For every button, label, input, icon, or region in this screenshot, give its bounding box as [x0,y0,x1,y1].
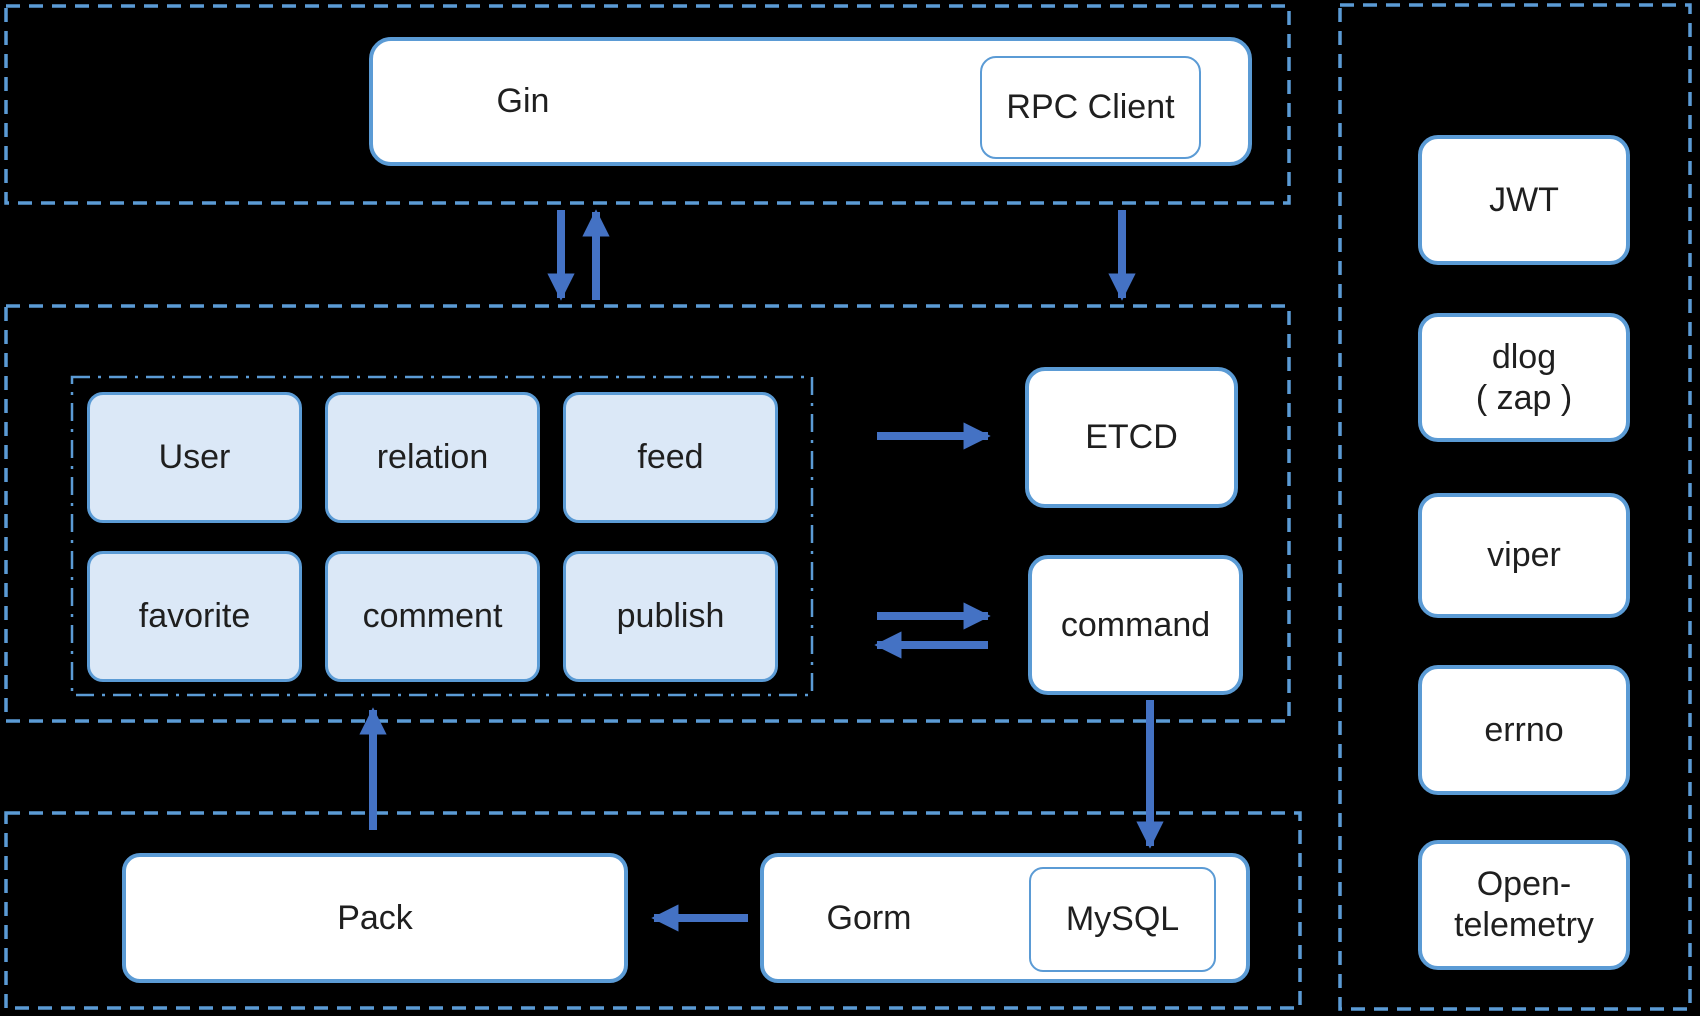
rpc-client-box: RPC Client [980,56,1201,159]
sidebar-box-errno: errno [1418,665,1630,795]
service-box-favorite: favorite [87,551,302,682]
pack-label: Pack [337,898,413,937]
sidebar-box-dlog: dlog ( zap ) [1418,313,1630,442]
service-label-comment: comment [362,597,503,636]
sidebar-label-errno: errno [1484,710,1564,749]
service-group-boundary [70,375,814,697]
sidebar-label-opentelemetry: Open- telemetry [1454,865,1594,944]
sidebar-boundary [1338,3,1692,1011]
gateway-layer-boundary [4,4,1291,205]
service-label-feed: feed [637,438,704,477]
service-box-comment: comment [325,551,540,682]
rpc-client-label: RPC Client [1006,88,1175,127]
service-label-user: User [158,438,231,477]
sidebar-box-viper: viper [1418,493,1630,618]
gorm-label: Gorm [826,898,912,937]
service-label-publish: publish [616,597,725,636]
data-layer-boundary [4,811,1302,1010]
command-box: command [1028,555,1243,695]
service-box-publish: publish [563,551,778,682]
gorm-box: Gorm MySQL [760,853,1250,983]
service-box-feed: feed [563,392,778,523]
mysql-label: MySQL [1065,900,1180,939]
service-label-relation: relation [376,438,489,477]
sidebar-label-jwt: JWT [1489,180,1559,219]
etcd-box: ETCD [1025,367,1238,508]
sidebar-box-jwt: JWT [1418,135,1630,265]
etcd-label: ETCD [1085,418,1178,457]
service-box-user: User [87,392,302,523]
sidebar-label-dlog: dlog ( zap ) [1475,337,1573,417]
service-box-relation: relation [325,392,540,523]
mysql-box: MySQL [1029,867,1216,972]
sidebar-box-opentelemetry: Open- telemetry [1418,840,1630,970]
sidebar-label-viper: viper [1487,536,1561,575]
pack-box: Pack [122,853,628,983]
gin-label: Gin [496,82,550,121]
command-label: command [1060,605,1211,644]
service-label-favorite: favorite [138,597,251,636]
gin-box: Gin RPC Client [369,37,1252,166]
